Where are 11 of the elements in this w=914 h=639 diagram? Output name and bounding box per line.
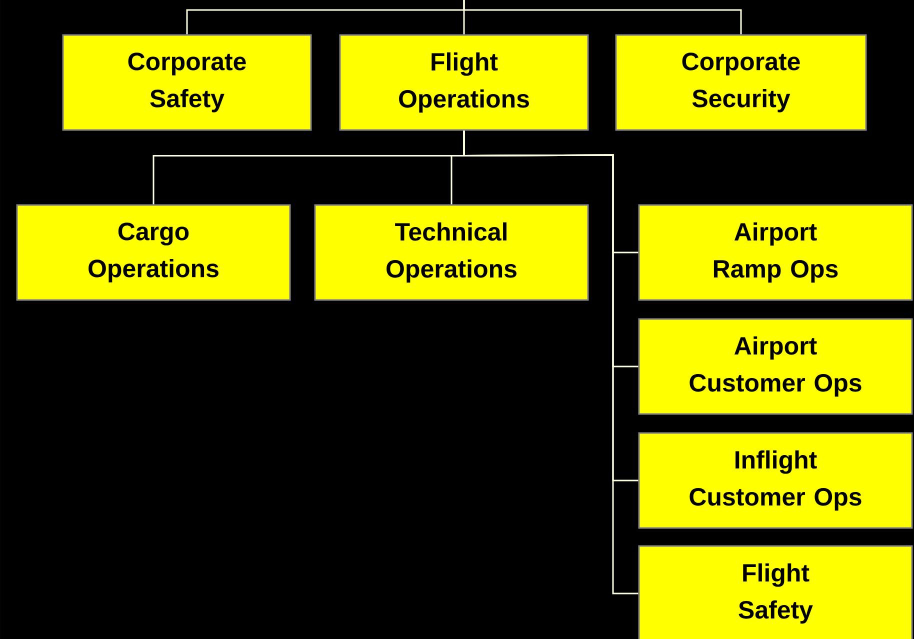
org-box: Corporate Security: [615, 34, 867, 131]
org-box: Airport Customer Ops: [638, 318, 913, 415]
connector-line: [463, 0, 742, 34]
org-box: Technical Operations: [314, 204, 589, 301]
org-box: Flight Safety: [638, 545, 913, 639]
org-box: Inflight Customer Ops: [638, 432, 913, 529]
org-box: Corporate Safety: [62, 34, 312, 131]
org-box: Airport Ramp Ops: [638, 204, 913, 301]
connector-line: [463, 130, 638, 594]
org-box: Cargo Operations: [16, 204, 291, 301]
org-box: Flight Operations: [339, 34, 589, 131]
